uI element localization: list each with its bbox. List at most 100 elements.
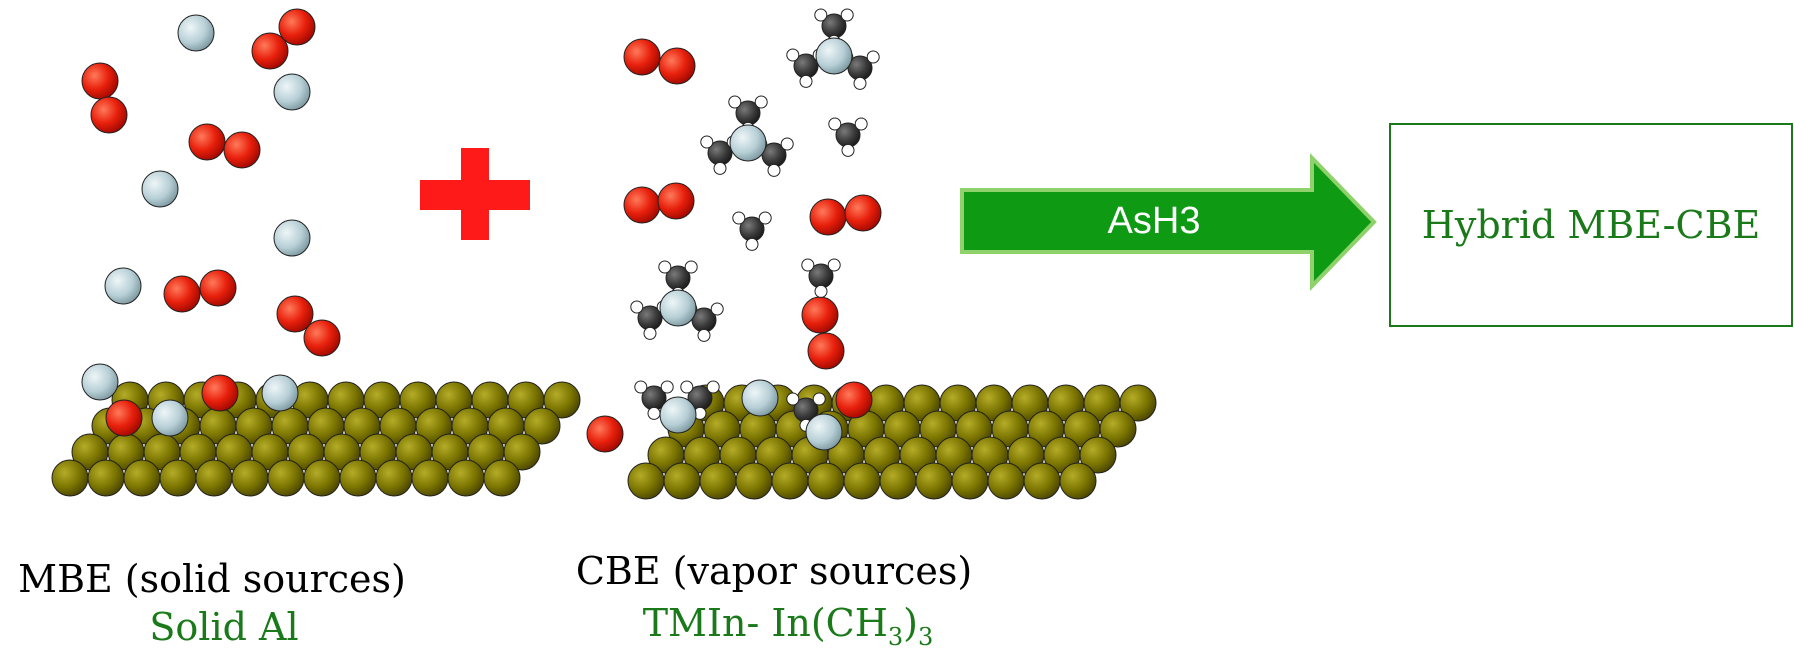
al-atom [177, 14, 215, 52]
cbe-subtitle-sub1: 3 [888, 623, 903, 650]
result-box [1389, 123, 1793, 327]
substrate-atom [267, 459, 305, 497]
substrate-atom [231, 459, 269, 497]
arrow-label: AsH3 [1108, 200, 1201, 242]
red-atom [807, 332, 845, 370]
substrate-atom [375, 459, 413, 497]
red-atom [90, 96, 128, 134]
cbe-molecules [586, 8, 882, 453]
red-atom [623, 186, 661, 224]
al-adatom [151, 399, 189, 437]
hydrogen-atom [814, 8, 828, 22]
substrate-atom [735, 462, 773, 500]
hydrogen-atom [853, 76, 867, 90]
cbe-title: CBE (vapor sources) [576, 549, 972, 593]
red-atom [844, 194, 882, 232]
red-atom [801, 296, 839, 334]
mbe-title: MBE (solid sources) [18, 557, 406, 601]
substrate-atom [987, 462, 1025, 500]
red-adatom [835, 381, 873, 419]
mbe-atoms [81, 8, 341, 437]
red-atom [188, 123, 226, 161]
hydrogen-atom [630, 300, 644, 314]
cbe-subtitle-main: TMIn- In(CH [643, 601, 888, 645]
red-atom [276, 295, 314, 333]
hydrogen-atom [767, 163, 781, 177]
indium-adatom [805, 413, 843, 451]
hydrogen-atom [827, 258, 841, 272]
hydrogen-atom [780, 137, 794, 151]
red-atom [223, 131, 261, 169]
hydrogen-atom [828, 117, 842, 131]
substrate-atom [159, 459, 197, 497]
substrate-right [627, 384, 1157, 500]
substrate-atom [543, 381, 581, 419]
hydrogen-atom [706, 380, 720, 394]
red-atom [163, 275, 201, 313]
red-adatom [201, 374, 239, 412]
hydrogen-atom [680, 380, 694, 394]
cbe-subtitle-sub2: 3 [918, 623, 933, 650]
indium-adatom [741, 379, 779, 417]
substrate-atom [771, 462, 809, 500]
substrate-atom [339, 459, 377, 497]
substrate-atom [195, 459, 233, 497]
al-atom [273, 73, 311, 111]
red-atom [658, 47, 696, 85]
hydrogen-atom [728, 95, 742, 109]
substrate-atom [951, 462, 989, 500]
al-adatom [261, 374, 299, 412]
substrate-atom [51, 459, 89, 497]
hydrogen-atom [754, 95, 768, 109]
hydrogen-atom [799, 74, 813, 88]
cbe-subtitle: TMIn- In(CH3)3 [643, 601, 934, 650]
substrate-atom [87, 459, 125, 497]
substrate-atom [303, 459, 341, 497]
hydrogen-atom [658, 260, 672, 274]
plus-icon [420, 148, 530, 240]
substrate-atom [411, 459, 449, 497]
red-atom [199, 269, 237, 307]
red-adatom [105, 399, 143, 437]
hydrogen-atom [841, 143, 855, 157]
red-atom [623, 38, 661, 76]
substrate-atom [447, 459, 485, 497]
substrate-atom [1059, 462, 1097, 500]
substrate-atom [123, 459, 161, 497]
al-atom [141, 170, 179, 208]
hydrogen-atom [758, 211, 772, 225]
substrate-atom [843, 462, 881, 500]
red-atom [278, 8, 316, 46]
hydrogen-atom [854, 117, 868, 131]
hydrogen-atom [812, 392, 826, 406]
substrate-atom [483, 459, 521, 497]
result-label: Hybrid MBE-CBE [1422, 203, 1761, 247]
red-atom [251, 32, 289, 70]
indium-atom [729, 124, 767, 162]
substrate-atom [1079, 436, 1117, 474]
hydrogen-atom [710, 302, 724, 316]
hydrogen-atom [745, 237, 759, 251]
substrate-atom [1119, 384, 1157, 422]
substrate-atom [503, 433, 541, 471]
right-arrow-icon [960, 153, 1377, 291]
red-adatom [586, 415, 624, 453]
red-atom [303, 319, 341, 357]
hydrogen-atom [732, 211, 746, 225]
hydrogen-atom [660, 380, 674, 394]
hydrogen-atom [684, 260, 698, 274]
hydrogen-atom [713, 161, 727, 175]
hydrogen-atom [814, 284, 828, 298]
hydrogen-atom [647, 406, 661, 420]
indium-atom [659, 289, 697, 327]
red-atom [81, 62, 119, 100]
substrate-atom [915, 462, 953, 500]
substrate-atom [699, 462, 737, 500]
mbe-subtitle: Solid Al [149, 605, 298, 649]
al-adatom [81, 363, 119, 401]
indium-atom [815, 37, 853, 75]
substrate-atom [807, 462, 845, 500]
hydrogen-atom [700, 135, 714, 149]
hydrogen-atom [786, 48, 800, 62]
